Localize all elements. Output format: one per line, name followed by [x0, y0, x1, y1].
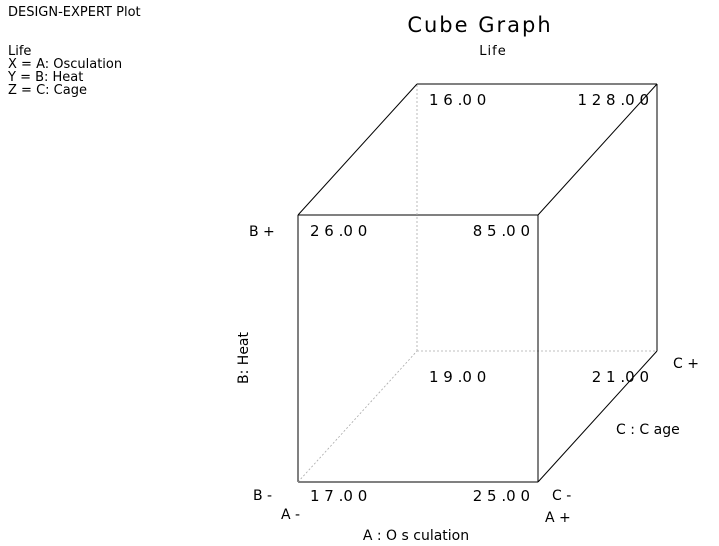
vertex-value-label: 1 2 8 .0 0	[577, 91, 649, 109]
chart-subtitle: Life	[479, 44, 506, 59]
y-factor-label: Y = B: Heat	[8, 70, 84, 85]
cube-edge	[297, 83, 418, 216]
a-low-label: A -	[281, 507, 300, 523]
b-high-label: B +	[249, 224, 275, 240]
cube-edge	[537, 350, 658, 483]
vertex-value-label: 2 6 .0 0	[310, 222, 367, 240]
b-low-label: B -	[253, 488, 272, 504]
vertex-value-label: 1 7 .0 0	[310, 487, 367, 505]
c-low-label: C -	[552, 488, 571, 504]
z-axis-title: C : C age	[616, 422, 680, 438]
vertex-value-label: 1 9 .0 0	[429, 368, 486, 386]
response-label: Life	[8, 44, 32, 59]
vertex-value-label: 8 5 .0 0	[473, 222, 530, 240]
vertex-value-label: 2 5 .0 0	[473, 487, 530, 505]
x-axis-title: A : O s culation	[363, 528, 469, 544]
plot-label: DESIGN-EXPERT Plot	[8, 5, 141, 20]
y-axis-title: B: Heat	[236, 332, 252, 384]
chart-title: Cube Graph	[407, 13, 552, 37]
cube-edge	[537, 83, 658, 216]
a-high-label: A +	[545, 510, 571, 526]
cube-edge	[297, 350, 418, 483]
vertex-value-label: 2 1 .0 0	[592, 368, 649, 386]
vertex-value-label: 1 6 .0 0	[429, 91, 486, 109]
x-factor-label: X = A: Osculation	[8, 57, 123, 72]
c-high-label: C +	[673, 356, 699, 372]
z-factor-label: Z = C: Cage	[8, 83, 87, 98]
